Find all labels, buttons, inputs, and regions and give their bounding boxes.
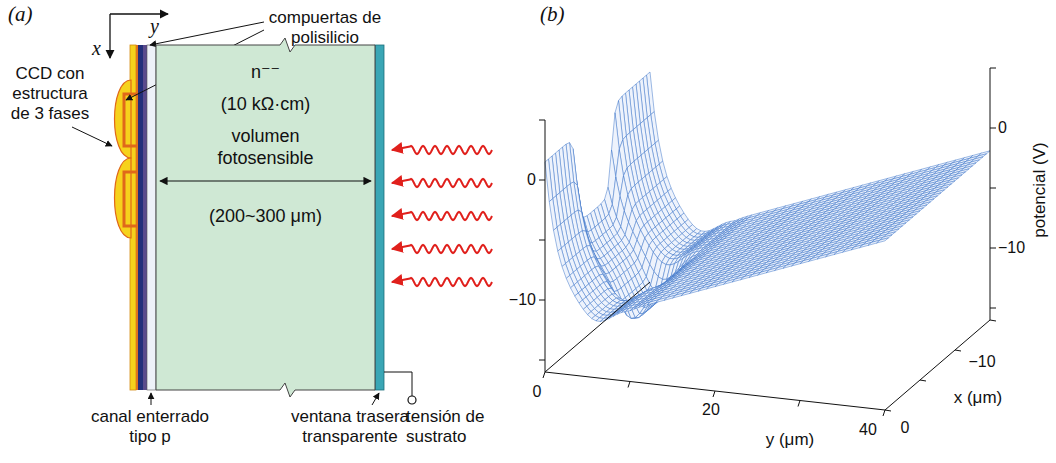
- axis-line: [955, 350, 961, 351]
- tick-label: 40: [848, 420, 888, 440]
- axis-line: [798, 401, 800, 407]
- axis-line: [990, 128, 996, 129]
- axis-arrow: [110, 13, 168, 14]
- axis-line: [539, 300, 545, 301]
- tick-label: 0: [998, 118, 1038, 138]
- poly-gate: [124, 172, 137, 226]
- mesh-cell: [549, 199, 557, 231]
- region-label: (200~300 μm): [166, 205, 366, 227]
- axis-line: [920, 380, 926, 381]
- callout-label: ventana trasera transparente: [285, 407, 415, 447]
- axis-label: y: [150, 16, 170, 36]
- oxide-layer: [143, 45, 147, 390]
- axis-line: [990, 308, 996, 309]
- tick-label: 0: [517, 382, 557, 402]
- light-ray: [392, 278, 492, 286]
- axis-line: [545, 282, 650, 372]
- mesh-cell: [558, 248, 566, 266]
- region-label: volumen fotosensible: [201, 125, 331, 169]
- axis-line: [545, 120, 546, 372]
- region-label: (10 kΩ·cm): [166, 93, 366, 115]
- leader-line: [151, 393, 152, 405]
- callout-label: compuertas de polisilicio: [250, 8, 400, 48]
- axis-line: [539, 360, 545, 361]
- axis-label: x: [92, 38, 108, 58]
- axis-line: [713, 391, 715, 397]
- callout-label: tensión de sustrato: [406, 407, 502, 447]
- photosensitive-volume: n⁻⁻ (10 kΩ·cm) volumen fotosensible (200~30…: [156, 45, 375, 390]
- potential-surface: [545, 72, 990, 321]
- axis-line: [883, 410, 885, 416]
- plot-axes: [539, 68, 996, 416]
- axis-line: [539, 240, 545, 241]
- axis-line: [990, 320, 996, 321]
- axis-line: [539, 120, 545, 121]
- axis-line: [990, 68, 991, 320]
- light-rays: [392, 146, 492, 286]
- gate-layer: [136, 45, 138, 390]
- light-ray: [392, 245, 492, 253]
- mesh-cell: [554, 227, 562, 251]
- bias-wire: [384, 372, 412, 396]
- axis-title: potencial (V): [1030, 130, 1050, 250]
- region-label: n⁻⁻: [166, 61, 366, 83]
- leader-line: [150, 22, 264, 45]
- axis-line: [990, 188, 996, 189]
- light-ray: [392, 179, 492, 187]
- tick-label: −10: [998, 238, 1038, 258]
- callout-label: CCD con estructura de 3 fases: [2, 64, 98, 124]
- callout-label: canal enterrado tipo p: [85, 407, 215, 447]
- axis-line: [885, 410, 891, 411]
- axis-title: y (μm): [740, 430, 840, 450]
- axis-line: [990, 68, 996, 69]
- poly-gate: [124, 94, 137, 146]
- mesh-cell: [545, 159, 553, 202]
- back-window: [375, 45, 384, 390]
- leader-line: [372, 393, 379, 405]
- tick-label: 0: [496, 170, 536, 190]
- axis-line: [543, 372, 545, 378]
- light-ray: [392, 146, 492, 154]
- axis-title: x (μm): [928, 388, 1028, 408]
- dimension-arrow: [160, 180, 371, 181]
- buried-channel: [147, 45, 156, 390]
- oxide-layer: [138, 45, 143, 390]
- light-ray: [392, 212, 492, 220]
- leader-line: [72, 127, 112, 146]
- tick-label: −10: [496, 290, 536, 310]
- panel-label: (a): [8, 4, 48, 24]
- axis-arrow: [109, 14, 110, 58]
- axis-line: [539, 180, 545, 181]
- terminal: [408, 396, 416, 404]
- tick-label: 20: [691, 400, 731, 420]
- tick-label: −10: [962, 352, 1002, 372]
- region-outline: [156, 38, 375, 397]
- tick-label: 0: [885, 418, 925, 438]
- axis-line: [990, 248, 996, 249]
- axis-line: [628, 382, 630, 388]
- panel-label: (b): [540, 4, 580, 24]
- mesh-cell: [877, 238, 889, 243]
